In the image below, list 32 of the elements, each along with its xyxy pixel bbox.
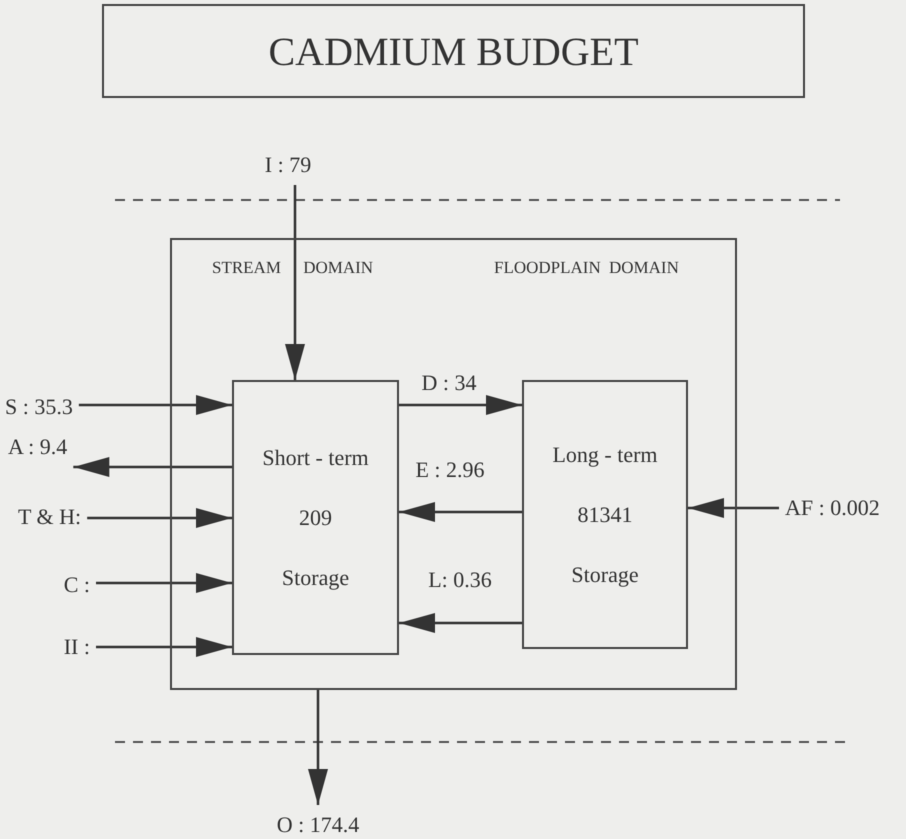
flux-label: II : [64,633,90,661]
flow-arrow [285,185,305,380]
flow-arrow [87,508,232,528]
flux-label: S : 35.3 [5,393,73,421]
flow-arrow [688,498,779,518]
flow-arrow [96,637,232,657]
flow-arrow [96,573,232,593]
storage-value: 209 [299,504,332,532]
flow-arrow [399,395,522,415]
flux-label: I : 79 [264,151,312,179]
domain-heading: STREAM DOMAIN [212,258,374,278]
flux-label: C : [64,571,90,599]
storage-box [522,380,688,649]
storage-label: Storage [282,564,350,592]
flux-label: T & H: [18,503,82,531]
flow-arrow [73,457,232,477]
flow-arrow [78,395,232,415]
storage-box [232,380,399,655]
flux-label: A : 9.4 [8,433,68,461]
storage-label: Storage [571,560,639,589]
title-box [102,4,805,98]
storage-label: Short - term [262,444,369,472]
domain-heading: FLOODPLAIN DOMAIN [494,258,679,278]
flow-arrow [399,613,522,633]
flow-arrow [308,690,328,805]
domain-box [170,238,737,690]
flow-arrow [399,502,522,522]
title-box-text: CADMIUM BUDGET [268,28,638,74]
flux-label: AF : 0.002 [785,494,880,522]
flux-label: O : 174.4 [276,811,360,839]
storage-label: Long - term [552,440,658,469]
storage-value: 81341 [578,500,632,528]
